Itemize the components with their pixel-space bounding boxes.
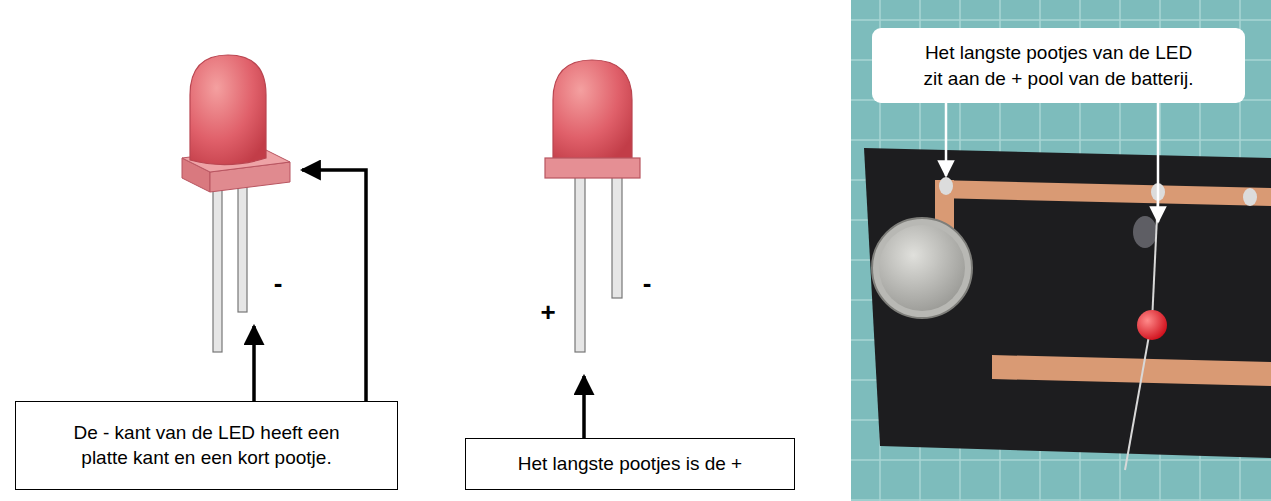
callout-box: De - kant van de LED heeft een platte ka… <box>15 401 398 490</box>
callout-text: Het langste pootjes van de LED zit aan d… <box>916 40 1201 91</box>
leader-arrow <box>946 85 1158 222</box>
led-drawing <box>182 55 290 352</box>
led-drawing <box>545 60 640 352</box>
polarity-sign: - <box>643 270 652 296</box>
polarity-sign: - <box>274 270 283 296</box>
callout-text: Het langste pootjes is de + <box>480 451 780 477</box>
callout-box: Het langste pootjes is de + <box>465 438 795 490</box>
photo <box>851 0 1271 501</box>
callout-text: De - kant van de LED heeft een platte ka… <box>57 420 357 471</box>
callout-box: Het langste pootjes van de LED zit aan d… <box>872 28 1245 103</box>
polarity-sign: + <box>540 299 555 325</box>
